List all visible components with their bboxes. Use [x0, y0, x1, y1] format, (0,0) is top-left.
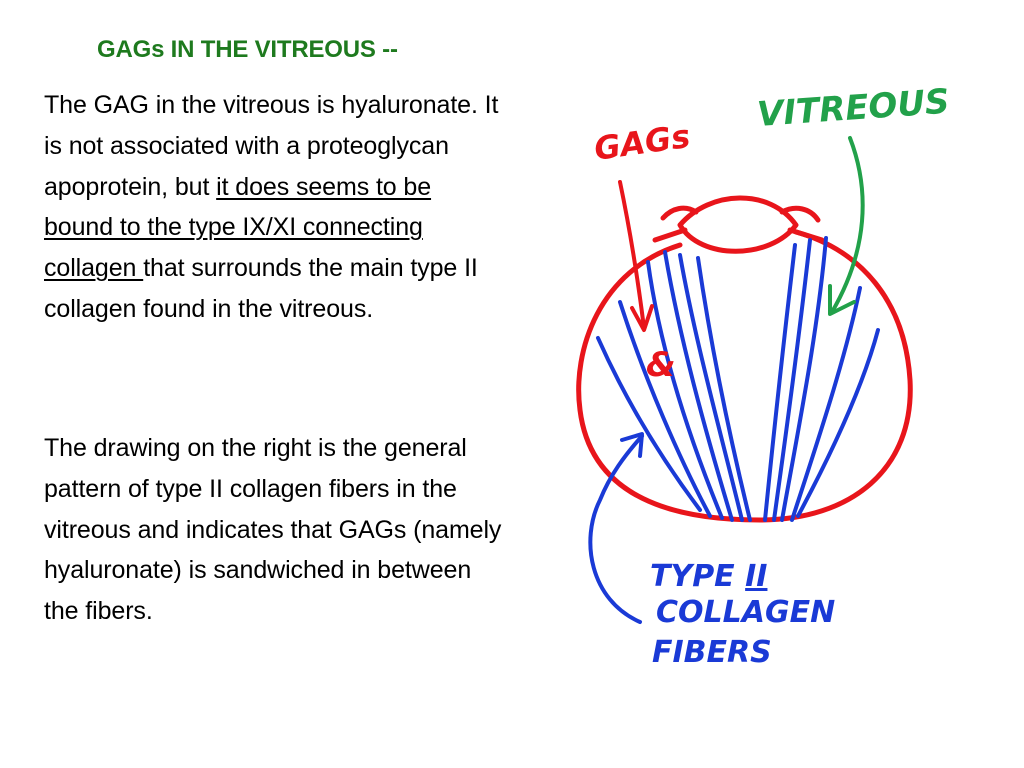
slide-title: GAGs IN THE VITREOUS -- [97, 36, 398, 63]
paragraph-hyaluronate: The GAG in the vitreous is hyaluronate. … [44, 85, 504, 330]
vitreous-arrowhead [828, 284, 856, 316]
gags-arrow [618, 180, 646, 330]
ampersand-label: & [646, 345, 676, 385]
vitreous-diagram: GAGs & VITREOUS TYPE II COLLAGEN FIBERS [576, 82, 951, 670]
paragraph1-text-start: The GAG in the vitreous is hyaluronate. … [44, 91, 499, 201]
collagen-fiber [772, 238, 812, 522]
gags-arrowhead [630, 304, 654, 332]
type-ii-label-line1: TYPE II [650, 559, 767, 594]
collagen-fiber [618, 300, 712, 518]
vitreous-label: VITREOUS [756, 82, 951, 135]
ciliary-left [652, 227, 688, 243]
type-ii-label-line3: FIBERS [652, 635, 772, 670]
collagen-fiber [790, 286, 862, 522]
collagen-fiber [678, 253, 744, 522]
roman-two-label: II [745, 559, 767, 594]
collagen-fiber [596, 336, 702, 512]
collagen-fiber [646, 260, 724, 520]
collagen-fiber [796, 328, 880, 518]
collagen-fibers [596, 236, 880, 522]
ciliary-right [787, 227, 825, 243]
vitreous-arrow [830, 136, 865, 314]
paragraph1-text-end: that surrounds the main type II collagen… [44, 254, 478, 323]
type-ii-arrow [588, 434, 644, 624]
lens-shape [677, 195, 799, 254]
iris-right [779, 205, 821, 223]
collagen-fiber [663, 250, 734, 522]
paragraph-drawing-description: The drawing on the right is the general … [44, 428, 504, 632]
globe-outline [576, 229, 913, 523]
paragraph1-underlined-text: it does seems to be bound to the type IX… [44, 172, 432, 283]
iris-left [660, 205, 699, 221]
gags-label: GAGs [592, 117, 693, 168]
collagen-fiber [763, 243, 797, 522]
type-ii-arrowhead [620, 432, 644, 458]
type-ii-label-line2: COLLAGEN [656, 595, 835, 630]
collagen-fiber [696, 256, 752, 522]
type-label: TYPE [650, 559, 745, 594]
paragraph2-text: The drawing on the right is the general … [44, 434, 502, 626]
collagen-fiber [780, 236, 828, 522]
